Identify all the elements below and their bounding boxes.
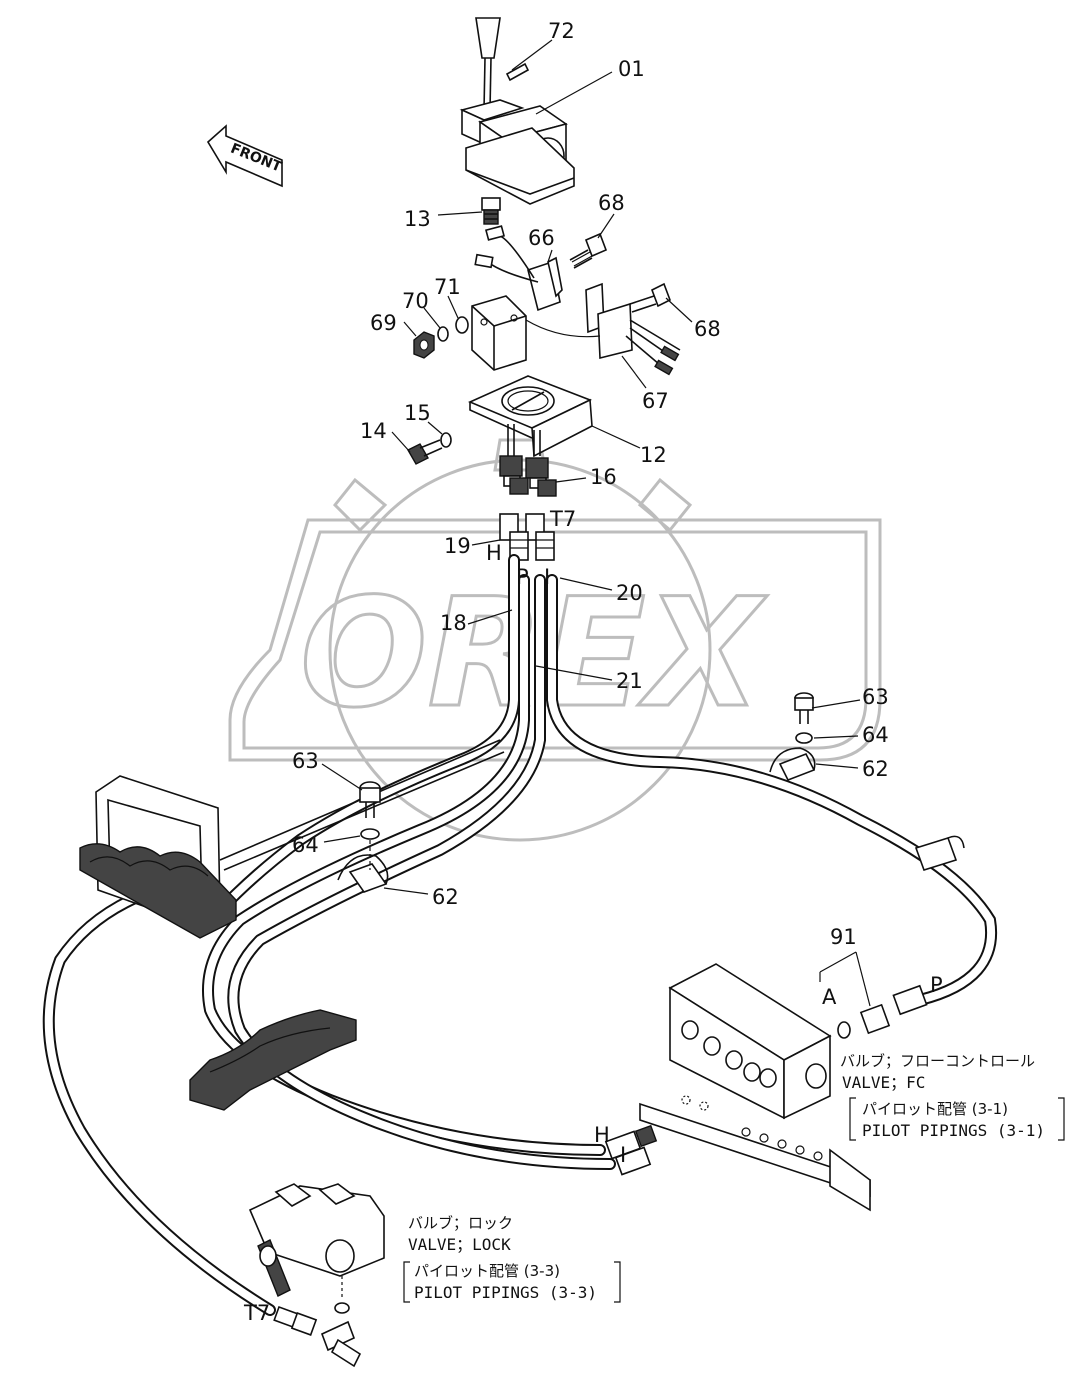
watermark-text: OREX xyxy=(300,567,767,741)
callout-i-upper: I xyxy=(544,565,550,589)
callout-labels: 72 01 13 68 66 71 70 69 68 67 15 14 12 1… xyxy=(243,19,943,1325)
screw-13 xyxy=(481,197,501,225)
note-lock-jp: バルブ；ロック xyxy=(408,1214,513,1232)
clamp-right-hose xyxy=(914,835,965,871)
fittings-16 xyxy=(499,424,557,497)
callout-71: 71 xyxy=(434,275,461,299)
callout-20: 20 xyxy=(616,581,643,605)
callout-68a: 68 xyxy=(598,191,625,215)
watermark: OREX xyxy=(228,438,882,842)
callout-h-fc: H xyxy=(594,1123,610,1147)
hose-end-fittings xyxy=(499,513,555,561)
bolt-68-lower xyxy=(629,282,672,313)
clamp-62-left xyxy=(337,854,389,893)
note-lock-valve: バルブ；ロック VALVE；LOCK パイロット配管 (3-3) PILOT P… xyxy=(408,1214,597,1302)
note-lock-ref-en: PILOT PIPINGS (3-3) xyxy=(414,1283,597,1302)
callout-i-fc: I xyxy=(620,1143,626,1167)
washer-64-left xyxy=(360,828,380,840)
callout-91: 91 xyxy=(830,925,857,949)
callout-68b: 68 xyxy=(694,317,721,341)
switch-66 xyxy=(474,225,563,312)
callout-64-right: 64 xyxy=(862,723,889,747)
bolt-68-upper xyxy=(569,232,608,269)
callout-62-left: 62 xyxy=(432,885,459,909)
clamp-62-right xyxy=(769,747,816,782)
callout-21: 21 xyxy=(616,669,643,693)
lock-valve xyxy=(248,1183,385,1314)
callout-h-upper: H xyxy=(486,541,502,565)
front-label: FRONT xyxy=(228,141,284,176)
note-fc-valve: バルブ；フローコントロール VALVE；FC パイロット配管 (3-1) PIL… xyxy=(840,1052,1045,1140)
callout-18: 18 xyxy=(440,611,467,635)
washer-15 xyxy=(440,432,452,448)
note-fc-ref-en: PILOT PIPINGS (3-1) xyxy=(862,1121,1045,1140)
callout-63-left: 63 xyxy=(292,749,319,773)
note-brackets xyxy=(403,1097,1065,1303)
hose-guard-lower xyxy=(189,1009,357,1111)
washer-71 xyxy=(455,316,469,334)
note-fc-ref-jp: パイロット配管 (3-1) xyxy=(862,1100,1008,1118)
callout-p-fc: P xyxy=(930,973,943,997)
hose-guard-upper xyxy=(79,775,237,939)
callout-64-left: 64 xyxy=(292,833,319,857)
callout-14: 14 xyxy=(360,419,387,443)
callout-62-right: 62 xyxy=(862,757,889,781)
callout-a: A xyxy=(822,985,837,1009)
callout-70: 70 xyxy=(402,289,429,313)
callout-p-upper: P xyxy=(516,565,529,589)
note-fc-jp: バルブ；フローコントロール xyxy=(840,1052,1035,1070)
callout-19: 19 xyxy=(444,534,471,558)
fc-hi-fittings xyxy=(604,1124,658,1176)
callout-t7-lock: T7 xyxy=(243,1301,270,1325)
callout-67: 67 xyxy=(642,389,669,413)
callout-72: 72 xyxy=(548,19,575,43)
washer-70 xyxy=(437,326,449,342)
note-fc-en: VALVE；FC xyxy=(842,1073,925,1092)
callout-13: 13 xyxy=(404,207,431,231)
callout-63-right: 63 xyxy=(862,685,889,709)
front-arrow: FRONT xyxy=(206,124,284,188)
callout-16: 16 xyxy=(590,465,617,489)
callout-69: 69 xyxy=(370,311,397,335)
angle-bracket xyxy=(639,1095,871,1212)
callout-01: 01 xyxy=(618,57,645,81)
bracket-left xyxy=(471,295,527,371)
fitting-91 xyxy=(819,951,928,1039)
callout-66: 66 xyxy=(528,226,555,250)
mounting-plate-12 xyxy=(467,375,593,458)
washer-64-right xyxy=(795,732,813,744)
nut-69 xyxy=(413,331,435,359)
leader-lines xyxy=(321,39,861,895)
bolt-63-right xyxy=(794,692,814,724)
note-lock-en: VALVE；LOCK xyxy=(408,1235,511,1254)
callout-12: 12 xyxy=(640,443,667,467)
bolt-63-left xyxy=(359,781,381,818)
pilot-valve xyxy=(459,17,575,205)
callout-t7-upper: T7 xyxy=(549,507,576,531)
callout-15: 15 xyxy=(404,401,431,425)
bolt-14 xyxy=(407,439,443,465)
bracket-right-67 xyxy=(525,282,681,376)
note-lock-ref-jp: パイロット配管 (3-3) xyxy=(414,1262,560,1280)
t7-fittings xyxy=(273,1305,362,1368)
fc-valve xyxy=(668,963,832,1120)
